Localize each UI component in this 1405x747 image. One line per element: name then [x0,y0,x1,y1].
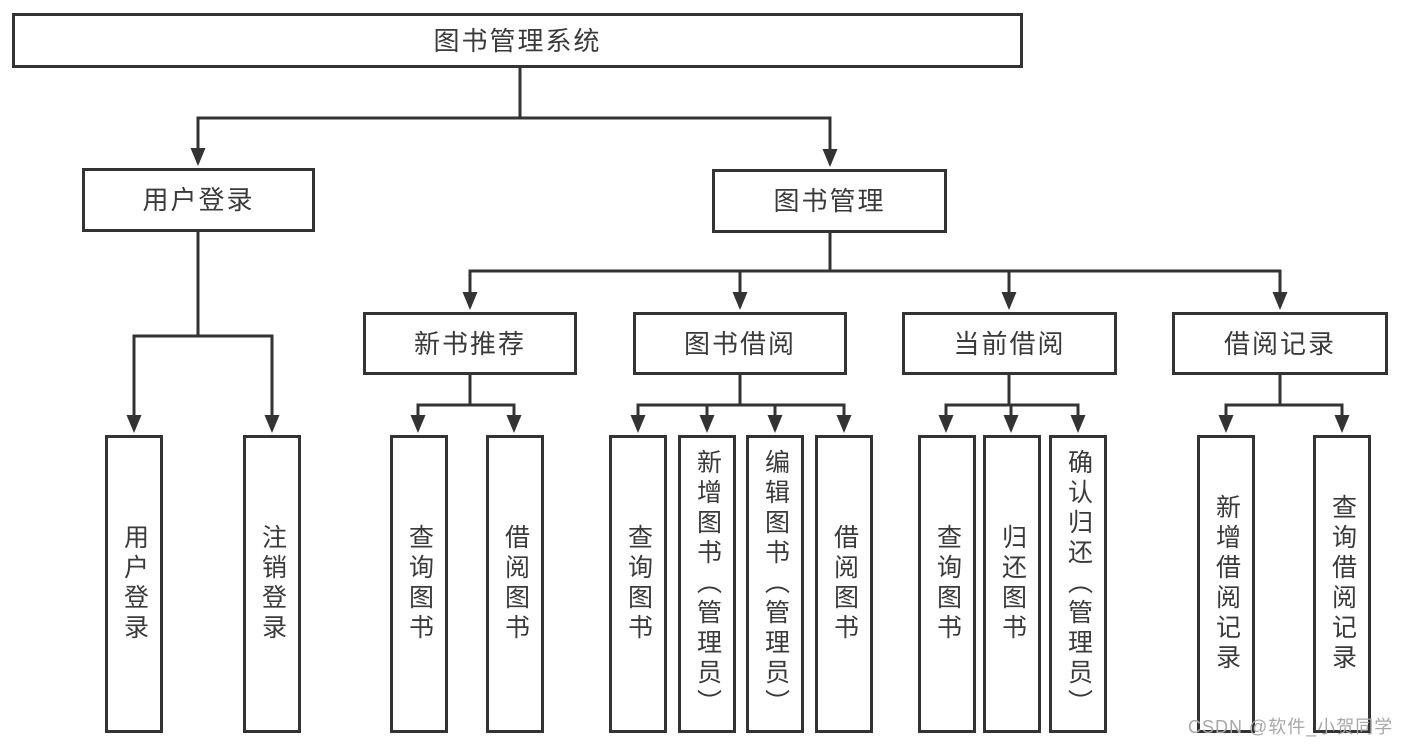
node-new-book-recommend: 新书推荐 [363,312,577,375]
csdn-watermark: CSDN @软件_小贺同学 [1188,717,1394,737]
leaf-logout-label: 注销登录 [258,524,287,644]
node-book-management-label: 图书管理 [773,186,886,216]
node-book-borrow-label: 图书借阅 [683,328,796,359]
leaf-query-books-recommend-label: 查询图书 [405,524,434,644]
leaf-borrow-books: 借阅图书 [815,435,873,733]
leaf-add-book-admin: 新增图书（管理员） [678,435,736,733]
node-root-system: 图书管理系统 [12,13,1023,68]
leaf-query-borrow-record: 查询借阅记录 [1313,435,1371,733]
node-book-management: 图书管理 [712,169,947,233]
leaf-query-borrow-record-label: 查询借阅记录 [1328,494,1357,674]
leaf-query-books-borrow: 查询图书 [609,435,667,733]
leaf-user-login: 用户登录 [105,435,163,733]
node-user-login-label: 用户登录 [142,185,255,215]
leaf-return-books-label: 归还图书 [998,524,1027,644]
node-user-login: 用户登录 [82,168,315,232]
node-borrow-records-label: 借阅记录 [1223,328,1336,359]
leaf-add-borrow-record: 新增借阅记录 [1197,435,1255,733]
node-current-borrow: 当前借阅 [902,312,1117,375]
leaf-query-books-current-label: 查询图书 [933,524,962,644]
leaf-query-books-borrow-label: 查询图书 [624,524,653,644]
leaf-borrow-books-recommend-label: 借阅图书 [501,524,530,644]
leaf-borrow-books-label: 借阅图书 [830,524,859,644]
leaf-query-books-recommend: 查询图书 [390,435,448,733]
leaf-edit-book-admin: 编辑图书（管理员） [746,435,804,733]
leaf-add-book-admin-label: 新增图书（管理员） [693,449,722,719]
node-root-label: 图书管理系统 [433,25,602,56]
node-new-book-recommend-label: 新书推荐 [413,328,526,359]
leaf-query-books-current: 查询图书 [918,435,976,733]
node-current-borrow-label: 当前借阅 [953,328,1066,359]
node-book-borrow: 图书借阅 [633,312,847,375]
leaf-return-books: 归还图书 [983,435,1041,733]
leaf-confirm-return-admin: 确认归还（管理员） [1049,435,1107,733]
leaf-confirm-return-admin-label: 确认归还（管理员） [1064,449,1093,719]
leaf-edit-book-admin-label: 编辑图书（管理员） [761,449,790,719]
leaf-user-login-label: 用户登录 [120,524,149,644]
leaf-logout: 注销登录 [243,435,301,733]
leaf-add-borrow-record-label: 新增借阅记录 [1212,494,1241,674]
node-borrow-records: 借阅记录 [1172,312,1388,375]
leaf-borrow-books-recommend: 借阅图书 [486,435,544,733]
